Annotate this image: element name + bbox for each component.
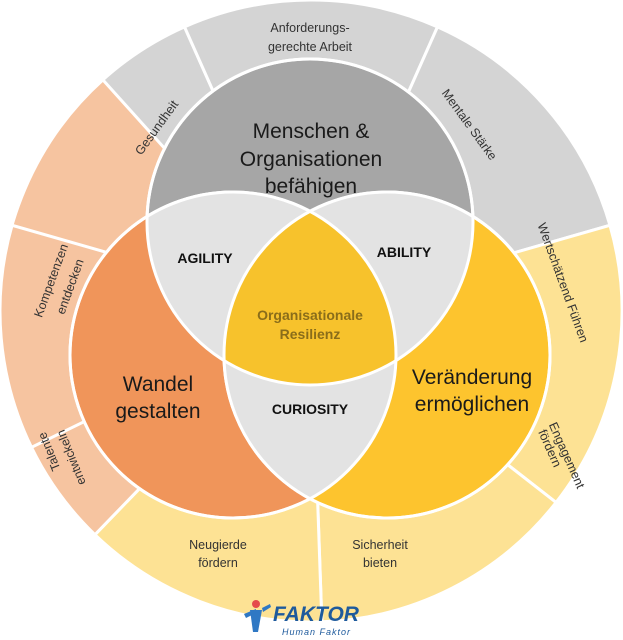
- logo-name: FAKTOR: [273, 603, 360, 626]
- logo-figure-icon: [244, 600, 271, 632]
- label-curiosity: CURIOSITY: [272, 401, 349, 417]
- logo-tagline: Human Faktor: [282, 627, 351, 637]
- label-neugierde-1: Neugierde: [189, 538, 247, 552]
- label-center-1: Organisationale: [257, 307, 363, 323]
- label-sicherheit-2: bieten: [363, 556, 397, 570]
- label-anforderung-1: Anforderungs-: [270, 21, 349, 35]
- label-top-3: befähigen: [265, 175, 357, 198]
- label-center-2: Resilienz: [280, 326, 341, 342]
- label-ability: ABILITY: [377, 244, 432, 260]
- label-left-1: Wandel: [123, 373, 193, 396]
- label-right-2: ermöglichen: [415, 393, 529, 416]
- logo: FAKTOR Human Faktor: [244, 600, 360, 637]
- label-agility: AGILITY: [177, 250, 233, 266]
- label-sicherheit-1: Sicherheit: [352, 538, 408, 552]
- label-anforderung-2: gerechte Arbeit: [268, 40, 353, 54]
- center-region: [224, 192, 396, 385]
- label-neugierde-2: fördern: [198, 556, 238, 570]
- label-left-2: gestalten: [115, 400, 200, 423]
- label-right-1: Veränderung: [412, 366, 532, 389]
- label-top-1: Menschen &: [253, 120, 370, 143]
- label-top-2: Organisationen: [240, 148, 382, 171]
